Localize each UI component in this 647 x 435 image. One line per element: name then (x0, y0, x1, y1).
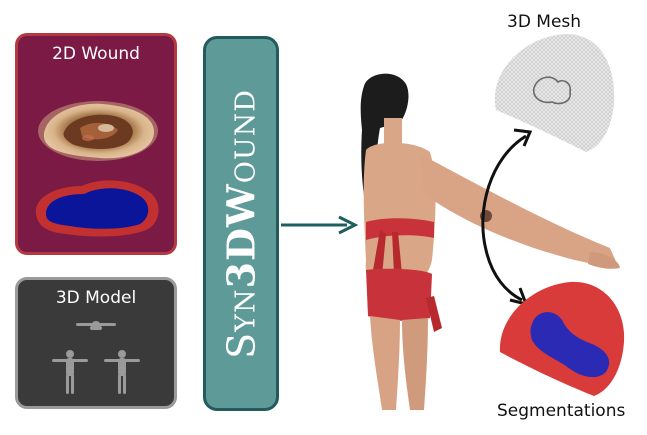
segmentation-patch (499, 281, 625, 396)
arrow-right-icon (281, 215, 359, 235)
wound-2d-panel: 2D Wound (15, 33, 177, 255)
segmentation-mask (35, 180, 159, 237)
syn3dwound-title: SYN3DWOUND (219, 89, 264, 359)
title-cap-w: W (218, 182, 264, 227)
human-figure (360, 73, 620, 410)
wound-panel-title: 2D Wound (52, 44, 140, 64)
segmentations-label: Segmentations (497, 401, 626, 421)
title-cap-s: S (219, 331, 264, 359)
mesh-label: 3D Mesh (507, 12, 582, 32)
model-3d-panel: 3D Model (15, 277, 177, 409)
human-model-thumbnails (52, 321, 140, 394)
title-ound: OUND (230, 88, 262, 183)
title-yn: YN (230, 287, 262, 332)
mesh-patch (494, 34, 615, 152)
title-3d: 3D (218, 226, 264, 288)
model-panel-title: 3D Model (55, 288, 137, 308)
wound-photo (38, 101, 158, 161)
syn3dwound-title-bar: SYN3DWOUND (203, 36, 279, 411)
